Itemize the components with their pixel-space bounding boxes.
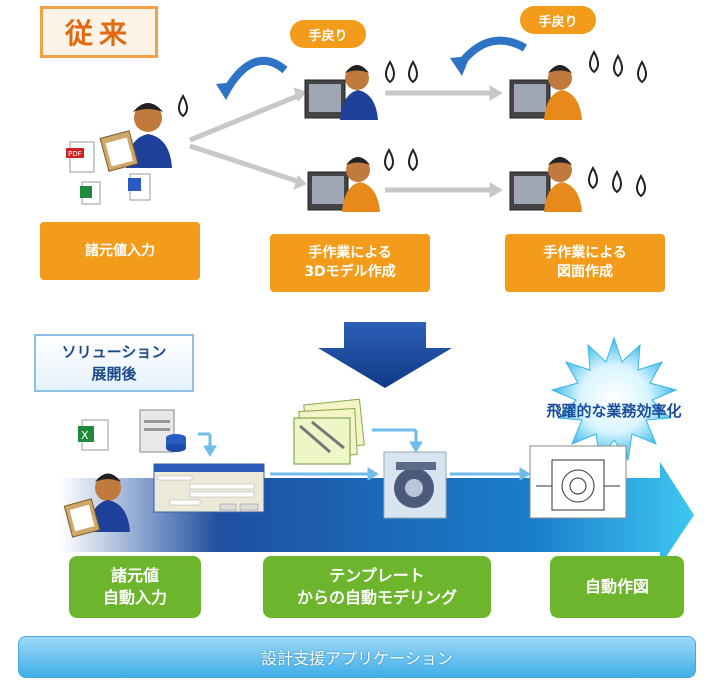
worker-3d bbox=[307, 157, 380, 212]
header-after-line1: ソリューション bbox=[61, 343, 167, 361]
database-server-icon bbox=[139, 409, 186, 453]
engineer-with-clipboard-icon bbox=[99, 103, 172, 172]
step-drawing-manual-line2: 図面作成 bbox=[557, 264, 613, 280]
template-sheets-icon bbox=[293, 398, 365, 465]
flow-arrows-before bbox=[189, 85, 503, 198]
rework-label-1: 手戻り bbox=[290, 20, 366, 48]
worker-3d-rework bbox=[304, 65, 378, 120]
app-banner: 設計支援アプリケーション bbox=[18, 636, 696, 678]
excel-file-icon: X bbox=[78, 419, 109, 451]
rework-arrow-2 bbox=[458, 36, 527, 65]
step-3d-manual-line1: 手作業による bbox=[308, 245, 392, 261]
step-3d-manual-line2: 3Dモデル作成 bbox=[304, 264, 396, 280]
engineer-auto-icon bbox=[63, 473, 130, 538]
step-auto-input-line1: 諸元値 bbox=[110, 566, 159, 585]
worker-drawing-rework bbox=[509, 65, 582, 120]
step-template-line1: テンプレート bbox=[329, 566, 425, 585]
rework-arrowhead-1 bbox=[216, 82, 236, 100]
header-before: 従来 bbox=[40, 6, 158, 58]
sweat-drops bbox=[178, 49, 647, 198]
svg-text:PDF: PDF bbox=[68, 150, 82, 158]
step-auto-drawing: 自動作図 bbox=[550, 556, 684, 618]
efficiency-label: 飛躍的な業務効率化 bbox=[546, 402, 682, 420]
svg-text:X: X bbox=[81, 429, 89, 442]
step-template-modeling: テンプレート からの自動モデリング bbox=[263, 556, 491, 618]
flow-arrows-after bbox=[198, 428, 531, 481]
step-template-line2: からの自動モデリング bbox=[296, 588, 457, 607]
step-drawing-manual: 手作業による 図面作成 bbox=[505, 234, 665, 292]
efficiency-starburst bbox=[550, 336, 678, 462]
worker-drawing bbox=[509, 157, 582, 212]
document-icons: PDF bbox=[66, 141, 151, 205]
input-dialog-window bbox=[153, 463, 265, 513]
step-auto-input-line2: 自動入力 bbox=[102, 588, 167, 607]
3d-model-image bbox=[383, 451, 447, 519]
header-after-line2: 展開後 bbox=[91, 365, 137, 383]
step-3d-manual: 手作業による 3Dモデル作成 bbox=[270, 234, 430, 292]
header-after: ソリューション 展開後 bbox=[34, 334, 194, 392]
rework-arrowhead-2 bbox=[450, 56, 470, 76]
rework-label-2: 手戻り bbox=[520, 6, 596, 34]
step-input-manual: 諸元値入力 bbox=[40, 222, 200, 280]
rework-arrow-1 bbox=[224, 56, 288, 91]
step-auto-input: 諸元値 自動入力 bbox=[69, 556, 201, 618]
transition-down-arrow bbox=[318, 322, 452, 388]
step-drawing-manual-line1: 手作業による bbox=[543, 245, 627, 261]
2d-drawing-image bbox=[529, 445, 627, 519]
